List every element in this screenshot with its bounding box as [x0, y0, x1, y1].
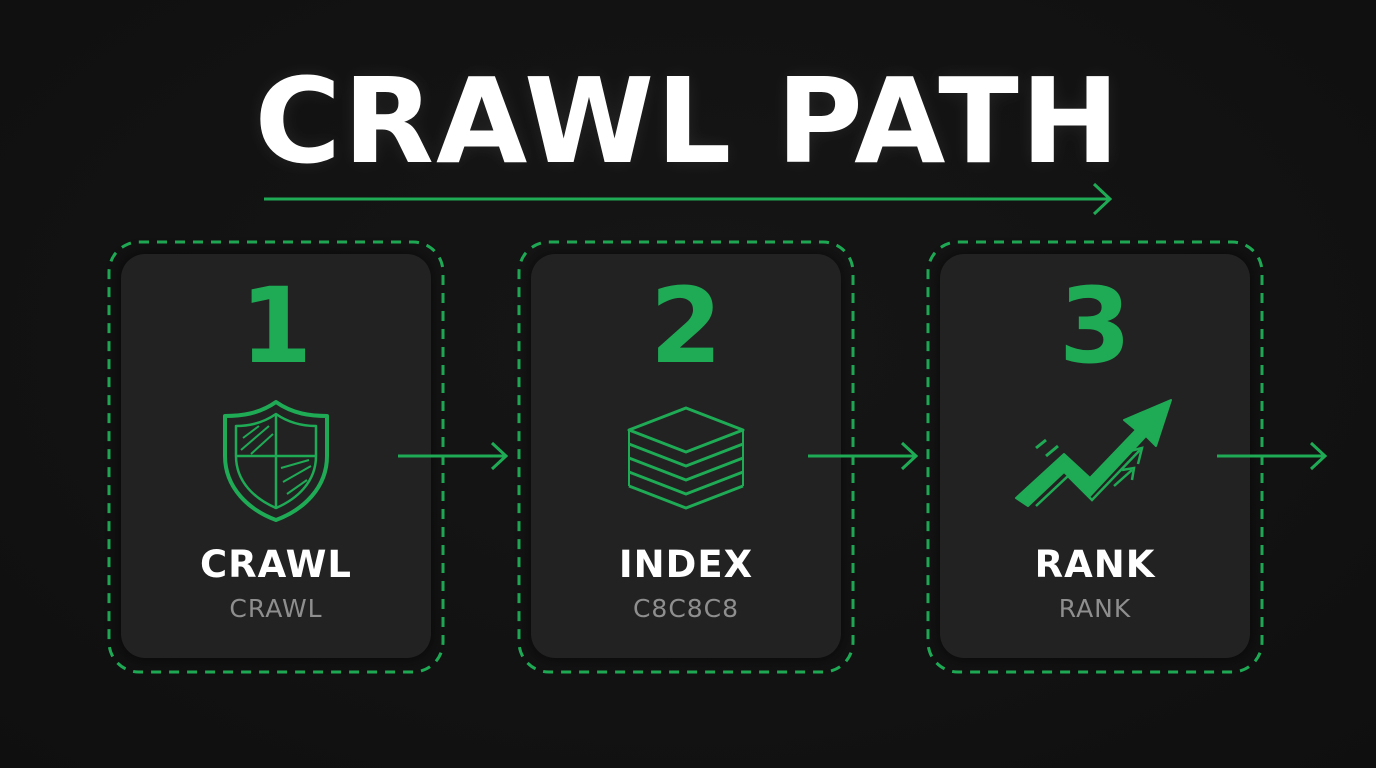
layers-stack-icon — [627, 406, 745, 510]
step-number: 1 — [239, 265, 313, 387]
step-label: RANK — [1034, 543, 1156, 586]
connector-arrow — [398, 441, 509, 471]
step-card — [531, 254, 841, 658]
trending-up-arrow-icon — [1015, 399, 1172, 507]
step-number: 3 — [1058, 265, 1132, 387]
step-label: INDEX — [618, 543, 754, 586]
page-title: CRAWL PATH — [254, 52, 1122, 190]
step-index: 2 INDEX C8C8C8 — [517, 240, 855, 674]
step-card — [940, 254, 1250, 658]
step-crawl: 1 CRAWL CRAWL — [107, 240, 445, 674]
title-underline-arrow — [264, 182, 1113, 216]
step-label: CRAWL — [199, 543, 352, 586]
connector-arrow — [808, 441, 919, 471]
step-sublabel: CRAWL — [229, 594, 323, 623]
step-sublabel: RANK — [1058, 594, 1132, 623]
step-number: 2 — [649, 265, 723, 387]
step-sublabel: C8C8C8 — [632, 594, 740, 623]
step-rank: 3 RANK RANK — [926, 240, 1264, 674]
connector-arrow — [1217, 441, 1328, 471]
shield-icon — [223, 400, 329, 522]
